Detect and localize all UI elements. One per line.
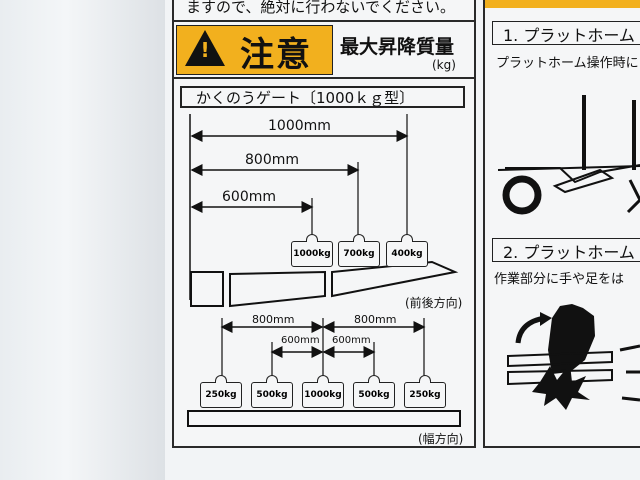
right-top-bar [485,0,640,8]
weight-250kg-right: 250kg [404,375,446,408]
weight-500kg-right: 500kg [353,375,395,408]
weight-500kg-left: 500kg [251,375,293,408]
warning-unit: (kg) [432,58,456,72]
warning-title: 最大昇降質量 [340,36,455,58]
step2-title-box [492,238,640,262]
front-back-caption: (前後方向) [405,296,463,310]
weight-250kg-left: 250kg [200,375,242,408]
gate-box [190,271,224,307]
vehicle-surface [0,0,165,480]
width-distance-600mm-right: 600mm [332,335,371,346]
distance-label-1000mm: 1000mm [268,118,331,134]
distance-label-800mm: 800mm [245,152,299,168]
exclamation-icon: ! [200,38,210,62]
step1-text: プラットホーム操作時に [496,56,639,71]
hand-icon [548,304,595,374]
gate-platform-2 [331,260,459,298]
step2-title: 2. プラットホーム [503,243,635,262]
instruction-panel [483,0,640,448]
weight-700kg: 700kg [338,234,380,267]
width-distance-800mm-right: 800mm [354,313,397,326]
warning-divider [172,77,476,79]
step2-text: 作業部分に手や足をは [494,272,625,287]
weight-400kg: 400kg [386,234,428,267]
pinch-burst-icon [532,364,590,410]
step1-title: 1. プラットホーム [503,26,635,45]
gate-base-plate [187,410,461,427]
distance-label-600mm: 600mm [222,189,276,205]
width-distance-800mm-left: 800mm [252,313,295,326]
top-divider [172,20,476,22]
warning-label: 注意 [240,35,312,75]
gate-header: かくのうゲート〔1000ｋｇ型〕 [196,89,415,107]
width-caption: (幅方向) [418,432,464,446]
gate-platform-1 [229,270,326,308]
step1-title-box [492,21,640,45]
warning-triangle-icon [185,30,225,66]
weight-1000kg-center: 1000kg [302,375,344,408]
width-distance-600mm-left: 600mm [281,335,320,346]
gate-header-box [180,86,465,108]
top-notice: ますので、絶対に行わないでください。 [186,0,455,16]
weight-1000kg: 1000kg [291,234,333,267]
